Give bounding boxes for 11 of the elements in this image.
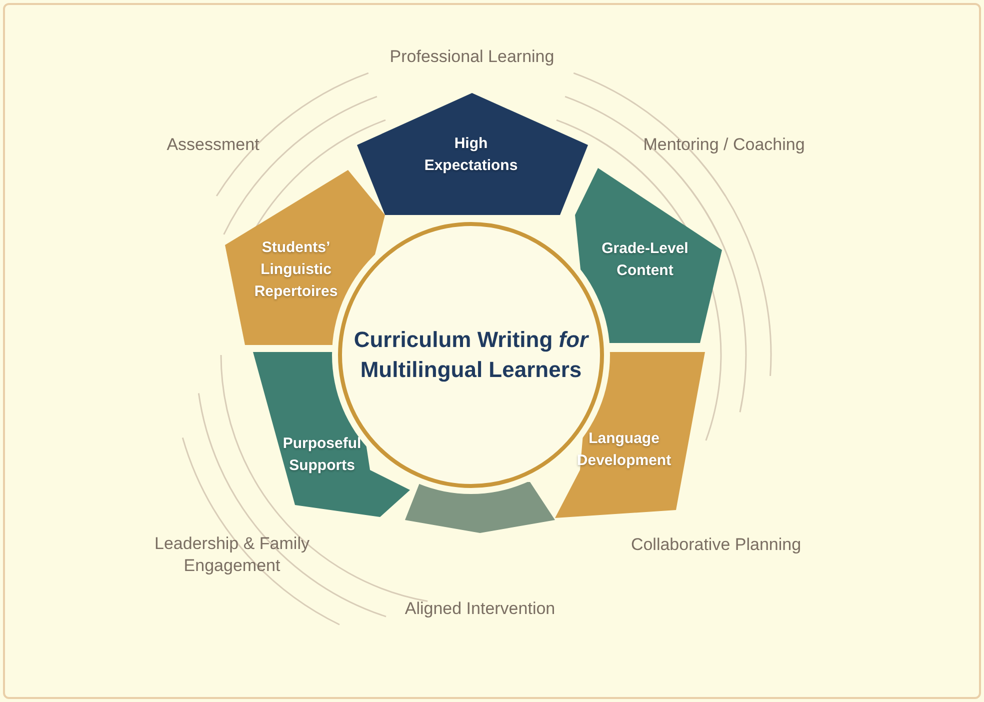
segment-label: Grade-Level Content: [600, 239, 690, 281]
segment-label: High Expectations: [423, 134, 519, 176]
ring-label: Assessment: [166, 134, 260, 156]
ring-label: Professional Learning: [388, 46, 556, 68]
segment-label: Students’ Linguistic Repertoires: [253, 238, 339, 302]
ring-label: Aligned Intervention: [404, 598, 556, 620]
ring-label: Mentoring / Coaching: [642, 134, 806, 156]
ring-label: Collaborative Planning: [630, 534, 802, 556]
ring-label: Leadership & Family Engagement: [154, 533, 310, 577]
center-heading: Curriculum Writing for Multilingual Learners: [352, 326, 590, 384]
segment-label: Purposeful Supports: [282, 434, 362, 476]
